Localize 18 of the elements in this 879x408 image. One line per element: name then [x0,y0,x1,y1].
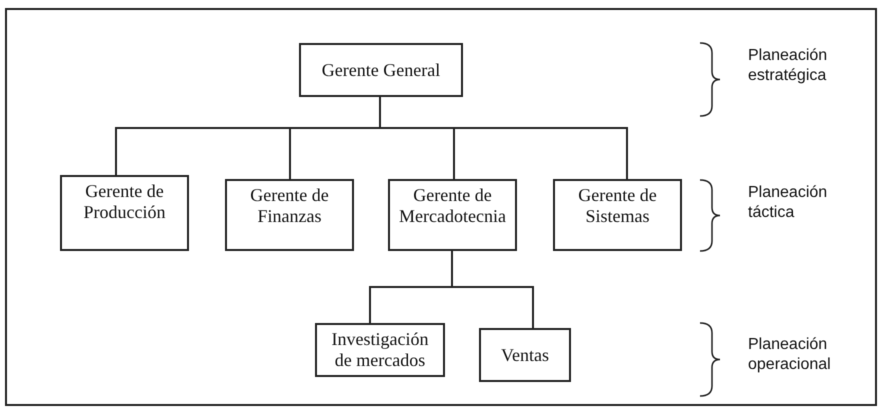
box-label: Gerente de Mercadotecnia [398,185,507,227]
box-label: Ventas [501,344,549,366]
org-box [388,179,517,251]
planning-level-label: Planeación estratégica [748,46,828,86]
connector-line [379,97,628,179]
box-label: Gerente de Finanzas [249,185,330,227]
org-box [60,175,189,251]
org-box [553,179,682,251]
box-label: Gerente de Producción [82,181,166,223]
box-label: Gerente de Sistemas [577,185,658,227]
org-box [225,179,354,251]
org-box [479,328,571,382]
planning-level-label: Planeación operacional [748,335,832,375]
planning-level-label: Planeación táctica [748,183,828,223]
org-box [299,43,463,97]
box-label: Gerente General [322,60,440,80]
box-label: Investigación de mercados [330,329,430,371]
org-box [315,323,445,377]
